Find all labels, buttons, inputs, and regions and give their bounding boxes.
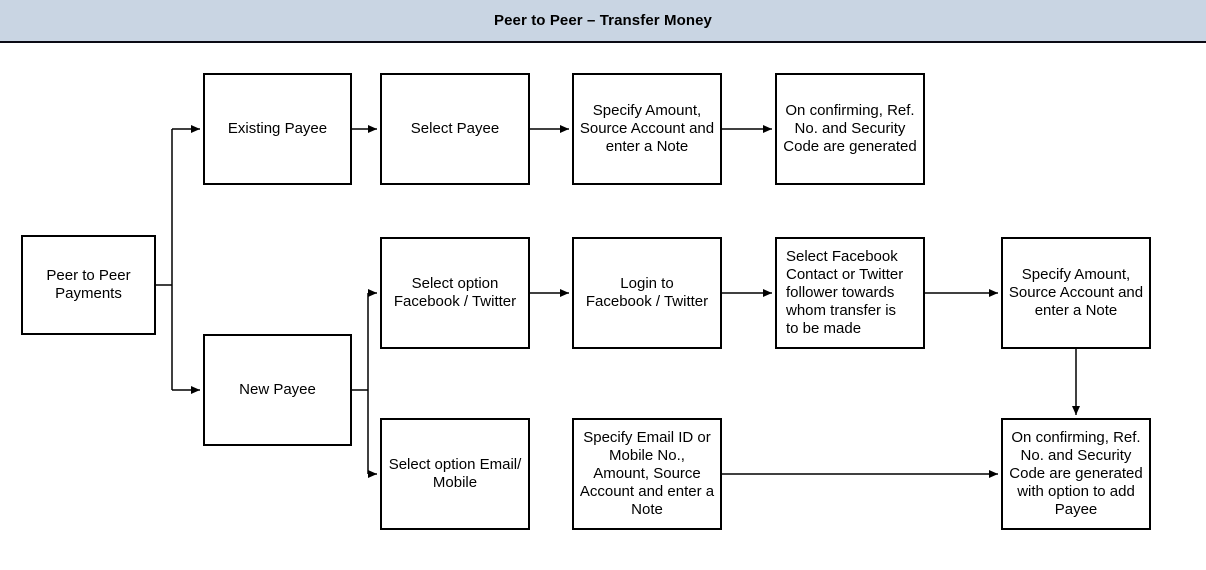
node-specify-amount-top: Specify Amount, Source Account and enter… — [572, 73, 722, 185]
node-on-confirming-top: On confirming, Ref. No. and Security Cod… — [775, 73, 925, 185]
node-select-facebook-contact: Select Facebook Contact or Twitter follo… — [775, 237, 925, 349]
node-existing-payee: Existing Payee — [203, 73, 352, 185]
node-select-payee: Select Payee — [380, 73, 530, 185]
node-new-payee: New Payee — [203, 334, 352, 446]
node-specify-email-mobile-details: Specify Email ID or Mobile No., Amount, … — [572, 418, 722, 530]
node-select-option-facebook-twitter: Select option Facebook / Twitter — [380, 237, 530, 349]
node-peer-to-peer-payments: Peer to Peer Payments — [21, 235, 156, 335]
node-on-confirming-add-payee: On confirming, Ref. No. and Security Cod… — [1001, 418, 1151, 530]
title-bar: Peer to Peer – Transfer Money — [0, 0, 1206, 43]
node-select-option-email-mobile: Select option Email/ Mobile — [380, 418, 530, 530]
node-login-facebook-twitter: Login to Facebook / Twitter — [572, 237, 722, 349]
page-title: Peer to Peer – Transfer Money — [494, 12, 712, 29]
node-specify-amount-social: Specify Amount, Source Account and enter… — [1001, 237, 1151, 349]
